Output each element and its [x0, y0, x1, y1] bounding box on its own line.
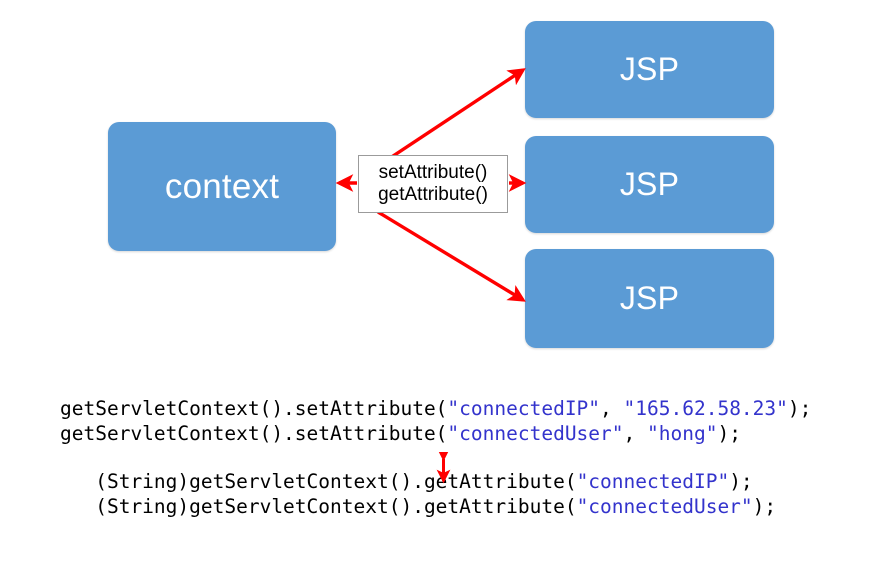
context-box[interactable]: context	[108, 122, 336, 251]
context-box-label: context	[164, 166, 280, 206]
set-attribute-text: setAttribute()	[378, 161, 488, 183]
code-string-literal: "165.62.58.23"	[623, 397, 788, 420]
code-text: (String)getServletContext().getAttribute…	[60, 495, 577, 518]
jsp-box-2-label: JSP	[619, 166, 680, 202]
code-line: (String)getServletContext().getAttribute…	[60, 494, 860, 519]
attribute-methods-label[interactable]: setAttribute() getAttribute()	[358, 155, 508, 213]
code-string-literal: "connectedIP"	[576, 470, 730, 493]
code-text: );	[717, 422, 741, 445]
jsp-box-3[interactable]: JSP	[525, 249, 774, 348]
jsp-box-1-label: JSP	[619, 51, 680, 87]
code-text: );	[752, 495, 777, 518]
code-text: );	[787, 397, 812, 420]
code-text: ,	[623, 422, 648, 445]
get-attribute-text: getAttribute()	[378, 184, 488, 205]
vertical-double-arrow-icon	[436, 452, 451, 484]
code-line: (String)getServletContext().getAttribute…	[60, 469, 860, 494]
code-string-literal: "connectedUser"	[576, 495, 753, 518]
code-string-literal: "connectedIP"	[447, 397, 601, 420]
code-text: );	[729, 470, 753, 493]
arrow-to-jsp1	[377, 68, 526, 168]
code-string-literal: "connectedUser"	[447, 422, 624, 445]
code-snippet: getServletContext().setAttribute("connec…	[60, 396, 860, 519]
code-text: ,	[600, 397, 624, 420]
jsp-box-3-label: JSP	[619, 280, 680, 316]
code-text: (String)getServletContext().getAttribute…	[60, 470, 577, 493]
code-line: getServletContext().setAttribute("connec…	[60, 396, 860, 421]
code-string-literal: "hong"	[647, 422, 718, 445]
jsp-box-2[interactable]: JSP	[525, 136, 774, 233]
jsp-box-1[interactable]: JSP	[525, 21, 774, 118]
code-text: getServletContext().setAttribute(	[60, 397, 448, 420]
code-text: getServletContext().setAttribute(	[60, 422, 448, 445]
arrow-to-jsp3	[377, 210, 526, 302]
code-line: getServletContext().setAttribute("connec…	[60, 421, 860, 446]
